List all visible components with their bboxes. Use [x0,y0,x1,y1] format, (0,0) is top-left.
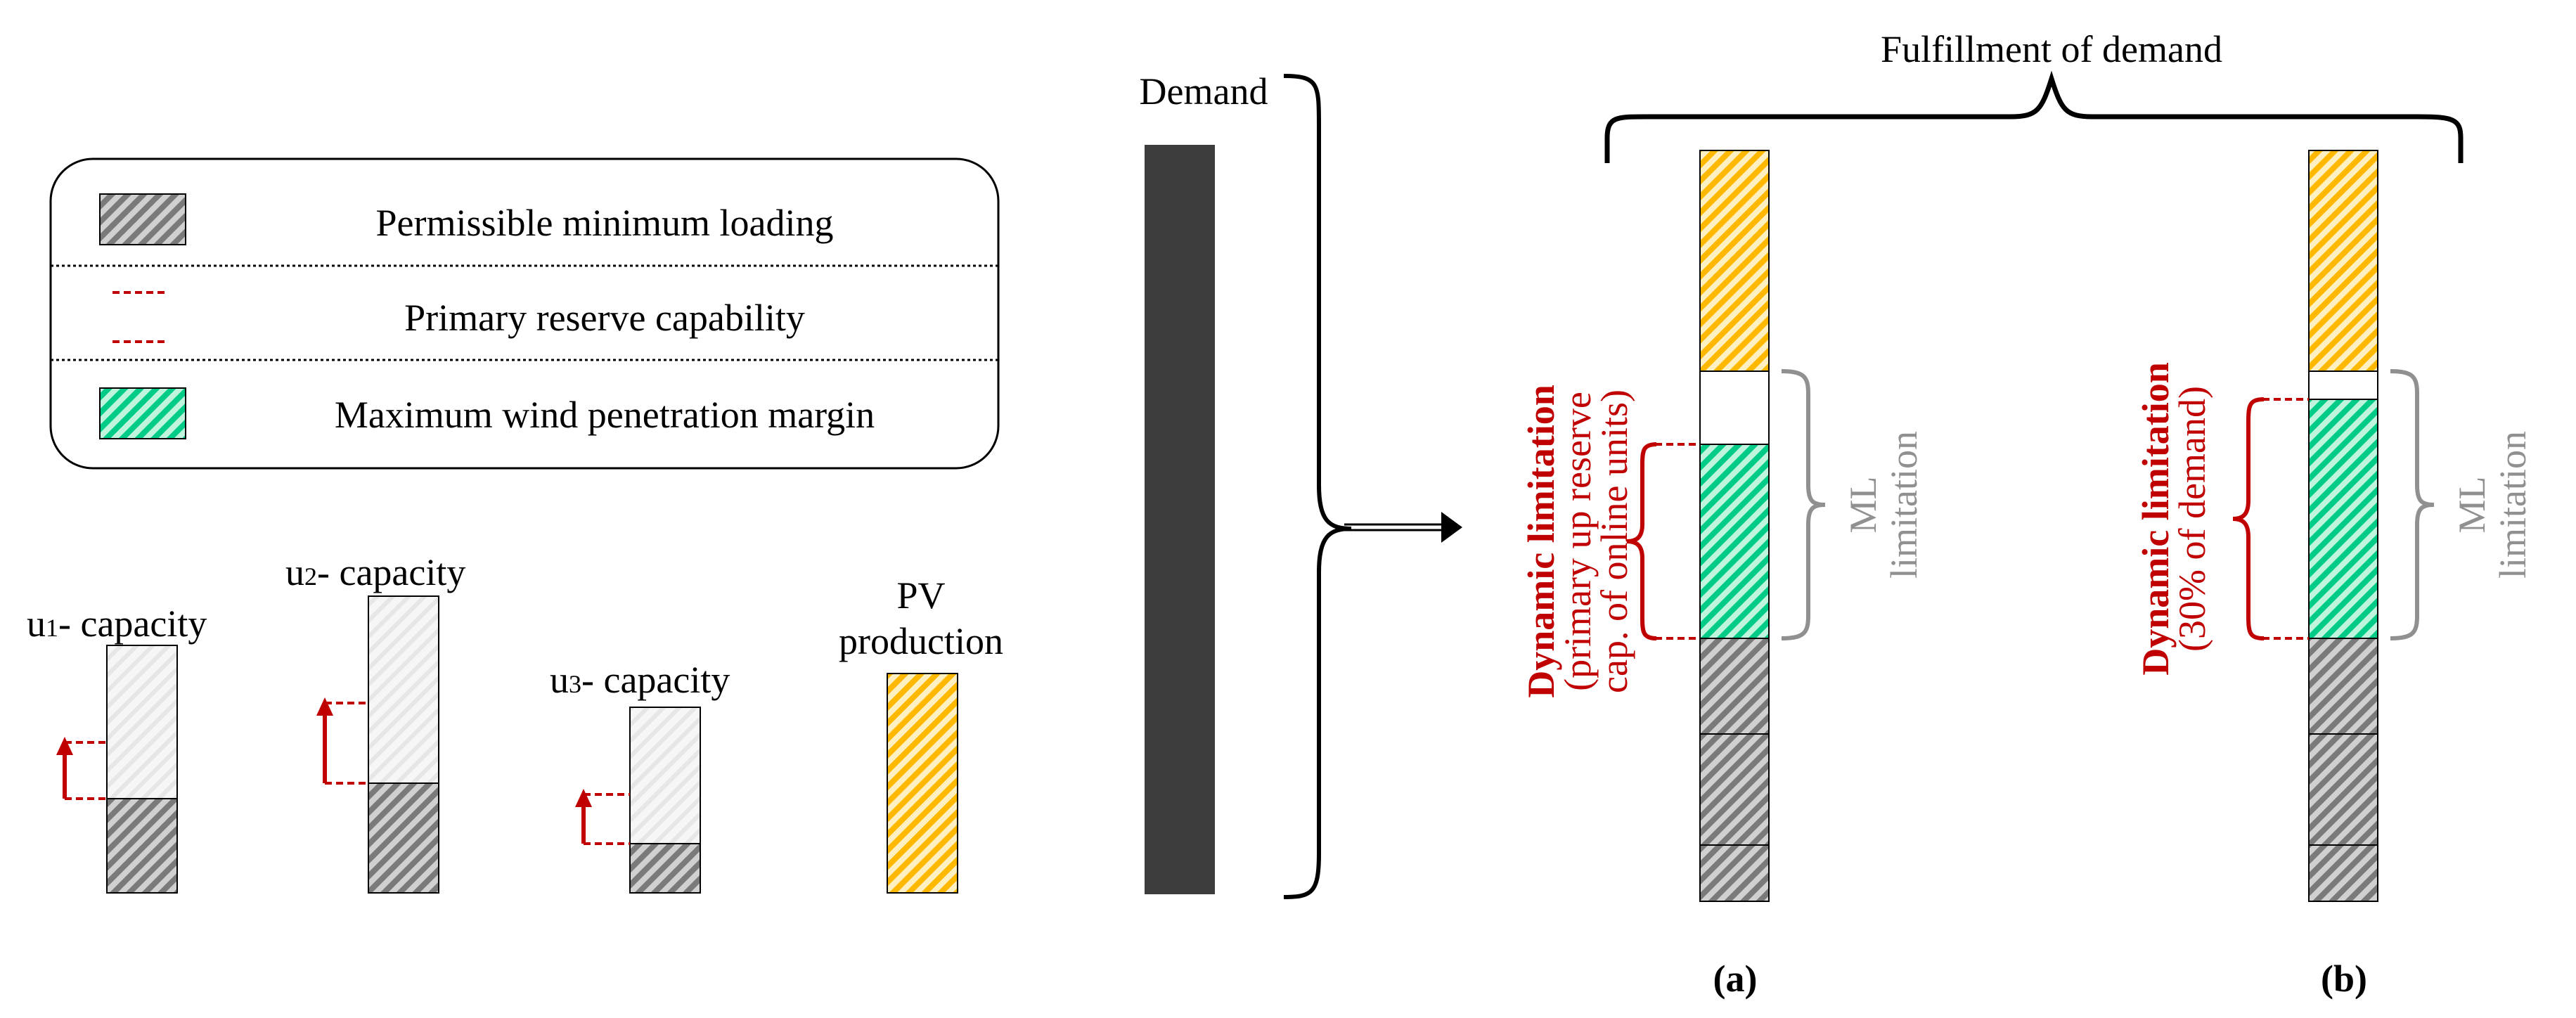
legend-label-primary-reserve: Primary reserve capability [404,297,805,339]
panel-a-ml-line2: limitation [1883,431,1925,579]
panel-b-min-loading-segment [2308,733,2378,846]
panel-b-dynamic-brace [2232,397,2265,640]
panel-a-dynamic-line3: cap. of online units) [1593,389,1635,693]
u2-min-loading-bar [368,782,439,894]
panel-a-ml-text: ML limitation [1842,431,1925,579]
unit-pv: PV production [839,574,1003,894]
demand-group: Demand [1140,70,1462,899]
panel-b-ml-text: ML limitation [2451,431,2534,579]
panel-a-min-loading-segment [1699,638,1770,735]
fulfillment-group: Fulfillment of demand [1604,28,2464,163]
u1-label: u1- capacity [27,603,207,645]
green-hatch-swatch-icon [99,387,186,439]
pv-label-line2: production [839,620,1003,662]
demand-label: Demand [1140,70,1268,112]
panel-b: Dynamic limitation (30% of demand) ML li… [2134,150,2534,1000]
u2-label: u2- capacity [285,551,465,593]
panel-a-dynamic-title: Dynamic limitation [1520,385,1562,697]
panel-b-ml-line2: limitation [2492,431,2534,579]
panel-a-dynamic-brace [1626,442,1657,640]
panel-b-dynamic-line2: (30% of demand) [2171,386,2213,652]
legend-label-wind-margin: Maximum wind penetration margin [335,394,875,436]
red-dashed-arrow-icon [112,291,169,343]
u3-reserve-arrow-icon [575,789,630,845]
panel-b-caption: (b) [2321,958,2367,1000]
pv-production-bar [887,673,958,894]
panel-b-dynamic-text: Dynamic limitation (30% of demand) [2134,362,2213,675]
panel-a-ml-line1: ML [1842,477,1884,534]
panel-a-dynamic-text: Dynamic limitation (primary up reserve c… [1520,385,1635,697]
panel-a-caption: (a) [1713,958,1758,1000]
panel-a-ml-brace [1781,369,1826,640]
unit-u2: u2- capacity [285,551,465,894]
legend-label-min-loading: Permissible minimum loading [376,202,834,244]
panel-a-dynamic-line2: (primary up reserve [1557,392,1599,691]
panel-b-min-loading-segment [2308,844,2378,902]
unit-u1: u1- capacity [27,603,207,894]
panel-b-ml-brace [2390,369,2435,640]
panel-a-min-loading-segment [1699,733,1770,846]
u3-min-loading-bar [629,843,701,894]
gray-hatch-swatch-icon [99,193,186,245]
panel-a-empty-segment [1699,371,1770,445]
demand-bar [1145,145,1215,894]
panel-b-ml-line1: ML [2451,477,2493,534]
fulfillment-brace [1604,70,2464,163]
panel-b-wind-margin-segment [2308,399,2378,639]
unit-u3: u3- capacity [550,659,730,894]
u3-label: u3- capacity [550,659,730,701]
legend-box [49,157,1000,470]
u1-min-loading-bar [106,798,178,894]
panel-b-dynamic-title: Dynamic limitation [2134,362,2177,675]
panel-a: Dynamic limitation (primary up reserve c… [1520,150,1925,1000]
legend: Permissible minimum loading Primary rese… [49,157,1000,470]
panel-a-min-loading-segment [1699,844,1770,902]
panel-b-pv-segment [2308,150,2378,372]
panel-b-min-loading-segment [2308,638,2378,735]
fulfillment-label: Fulfillment of demand [1881,28,2222,70]
u2-reserve-arrow-icon [316,697,368,785]
pv-label-line1: PV [896,574,945,617]
panel-a-pv-segment [1699,150,1770,372]
panel-a-wind-margin-segment [1699,444,1770,639]
panel-b-empty-segment [2308,371,2378,400]
u1-reserve-arrow-icon [56,737,107,800]
demand-brace [1283,74,1352,899]
u1-capacity-bar [106,645,178,799]
u3-capacity-bar [629,707,701,844]
u2-capacity-bar [368,595,439,784]
demand-arrow-head-icon [1441,512,1462,543]
